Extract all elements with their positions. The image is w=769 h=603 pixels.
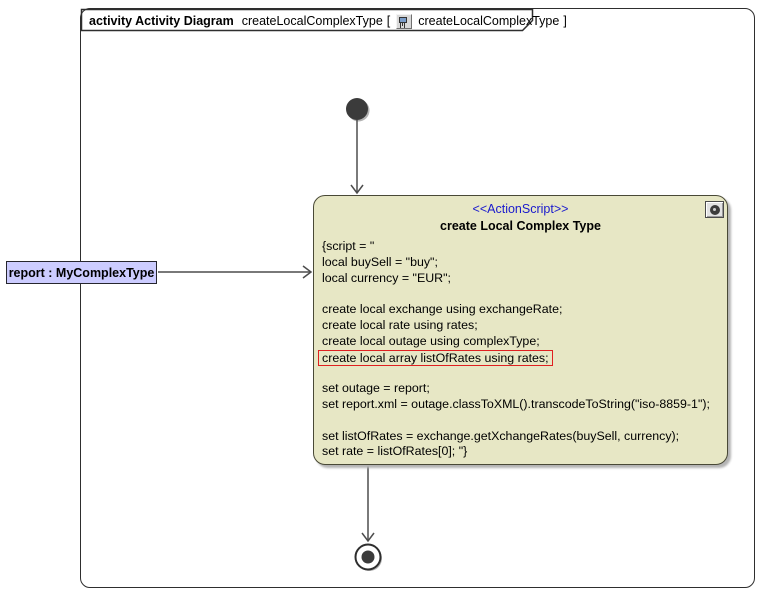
- action-stereotype: <<ActionScript>>: [472, 202, 569, 216]
- activity-diagram-icon: [396, 13, 413, 29]
- script-line: set rate = listOfRates[0]; "}: [322, 444, 468, 459]
- action-node-create-local-complex-type[interactable]: <<ActionScript>> create Local Complex Ty…: [313, 195, 728, 465]
- activity-final-node[interactable]: [354, 543, 383, 572]
- script-line: local buySell = "buy";: [322, 254, 438, 269]
- activity-frame-border: [80, 8, 755, 588]
- action-script-body: {script = "local buySell = "buy";local c…: [318, 239, 721, 460]
- script-line: create local rate using rates;: [322, 317, 478, 332]
- script-line: create local exchange using exchangeRate…: [322, 302, 563, 317]
- script-line: [322, 365, 721, 381]
- frame-bracket-close: ]: [563, 14, 567, 28]
- frame-bracket-open: [: [386, 14, 391, 28]
- frame-title-keyword: activity Activity Diagram: [89, 14, 234, 28]
- edge-initial-to-action[interactable]: [350, 120, 364, 195]
- object-node-label: report : MyComplexType: [8, 265, 155, 280]
- frame-title-tab[interactable]: [80, 8, 534, 32]
- initial-node[interactable]: [346, 98, 370, 122]
- gear-icon: [705, 201, 724, 218]
- script-line: set listOfRates = exchange.getXchangeRat…: [322, 428, 680, 443]
- script-line: set outage = report;: [322, 381, 430, 396]
- script-line: set report.xml = outage.classToXML().tra…: [322, 396, 710, 411]
- edge-object-to-action[interactable]: [158, 265, 313, 279]
- action-name: create Local Complex Type: [440, 219, 601, 233]
- object-node-report[interactable]: report : MyComplexType: [6, 261, 157, 284]
- script-line: {script = ": [322, 239, 375, 253]
- script-line: local currency = "EUR";: [322, 270, 451, 285]
- script-line: create local outage using complexType;: [322, 333, 540, 348]
- script-line: create local array listOfRates using rat…: [318, 349, 721, 366]
- edge-action-to-final[interactable]: [361, 466, 375, 543]
- script-line: [322, 286, 721, 302]
- frame-diagram-name: createLocalComplexType: [241, 14, 383, 28]
- highlighted-script-line: create local array listOfRates using rat…: [318, 349, 553, 366]
- frame-reference-name: createLocalComplexType: [418, 14, 560, 28]
- frame-title: activity Activity Diagram createLocalCom…: [89, 12, 567, 30]
- gear-icon-core: [709, 204, 720, 215]
- script-line: [322, 413, 721, 429]
